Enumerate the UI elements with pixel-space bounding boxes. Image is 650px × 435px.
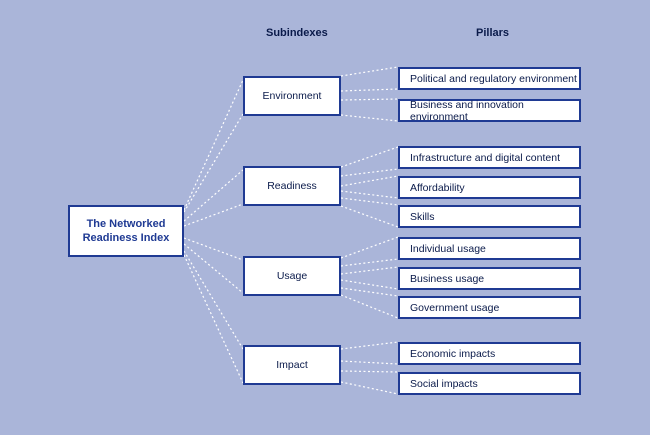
connector-usage-pillar: [340, 236, 399, 259]
pillar-infrastructure: Infrastructure and digital content: [398, 146, 581, 169]
connector-root-usage: [183, 237, 244, 261]
subindex-impact: Impact: [243, 345, 341, 385]
pillar-government-usage: Government usage: [398, 296, 581, 319]
root-node: The Networked Readiness Index: [68, 205, 184, 257]
connector-readiness-pillar: [340, 197, 399, 206]
connector-readiness-pillar: [340, 146, 399, 168]
pillars-header: Pillars: [476, 27, 510, 39]
pillar-affordability: Affordability: [398, 176, 581, 199]
subindex-readiness: Readiness: [243, 166, 341, 206]
connector-environment-pillar: [340, 114, 399, 122]
connector-impact-pillar: [340, 370, 399, 373]
pillar-individual-usage: Individual usage: [398, 237, 581, 260]
connector-root-environment: [183, 79, 244, 211]
connector-readiness-pillar: [340, 190, 399, 199]
pillar-skills: Skills: [398, 205, 581, 228]
connector-root-environment: [183, 113, 244, 213]
connector-usage-pillar: [340, 279, 399, 290]
pillar-political-regulatory: Political and regulatory environment: [398, 67, 581, 90]
connector-usage-pillar: [340, 287, 399, 297]
subindex-usage: Usage: [243, 256, 341, 296]
connector-root-readiness: [183, 169, 244, 222]
connector-root-readiness: [183, 203, 244, 227]
connector-readiness-pillar: [340, 168, 399, 177]
connector-usage-pillar: [340, 294, 399, 319]
connector-usage-pillar: [340, 266, 399, 275]
subindex-environment: Environment: [243, 76, 341, 116]
connector-root-usage: [183, 243, 244, 294]
connector-environment-pillar: [340, 88, 399, 92]
pillar-economic-impacts: Economic impacts: [398, 342, 581, 365]
pillar-business-innovation: Business and innovation environment: [398, 99, 581, 123]
connector-impact-pillar: [340, 381, 399, 395]
connector-root-impact: [183, 250, 244, 350]
connector-root-impact: [183, 254, 244, 384]
connector-impact-pillar: [340, 341, 399, 350]
connector-impact-pillar: [340, 360, 399, 365]
connector-readiness-pillar: [340, 205, 399, 228]
connector-environment-pillar: [340, 66, 399, 77]
pillar-social-impacts: Social impacts: [398, 372, 581, 395]
connector-usage-pillar: [340, 258, 399, 267]
pillar-business-usage: Business usage: [398, 267, 581, 290]
connector-readiness-pillar: [340, 175, 399, 187]
connector-environment-pillar: [340, 98, 399, 101]
subindexes-header: Subindexes: [266, 27, 328, 39]
